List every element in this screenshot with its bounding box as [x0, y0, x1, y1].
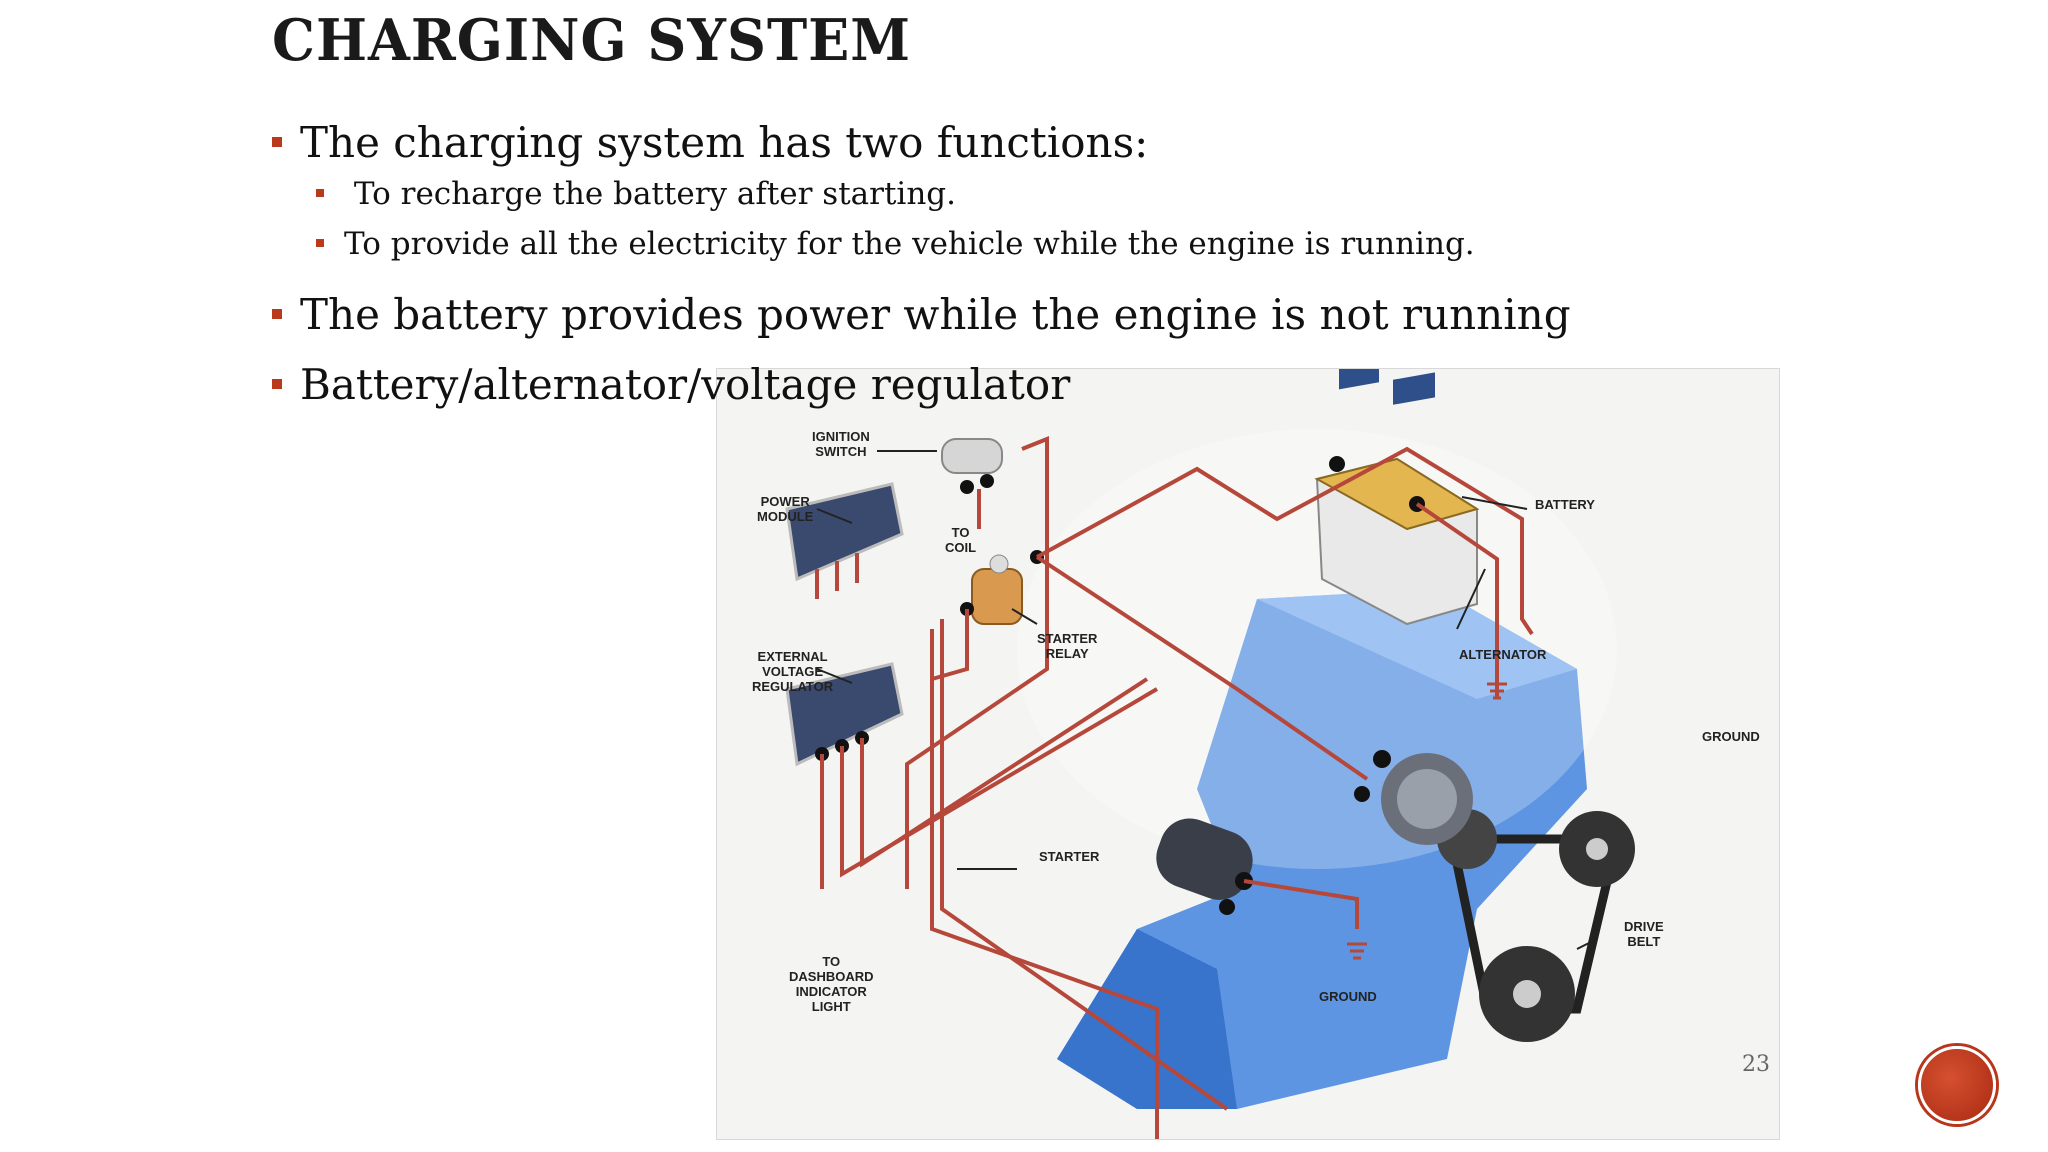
- label-starter-relay: STARTER RELAY: [1037, 631, 1098, 661]
- label-battery: BATTERY: [1535, 497, 1595, 512]
- label-starter: STARTER: [1039, 849, 1100, 864]
- charging-system-diagram: IGNITION SWITCH POWER MODULE TO COIL BAT…: [716, 368, 1780, 1140]
- bullet-marker-icon: [272, 137, 282, 147]
- voltage-regulator-icon: [785, 662, 904, 767]
- sub-bullet-item: To provide all the electricity for the v…: [316, 226, 1475, 262]
- label-power-module: POWER MODULE: [757, 494, 814, 524]
- label-ground-right: GROUND: [1702, 729, 1760, 744]
- bullet-text: The battery provides power while the eng…: [300, 290, 1571, 339]
- bullet-item: The charging system has two functions:: [272, 118, 1148, 167]
- label-ignition-switch: IGNITION SWITCH: [812, 429, 870, 459]
- diagram-drawing: [785, 369, 1635, 1139]
- bullet-text: To provide all the electricity for the v…: [344, 226, 1475, 262]
- page-number: 23: [1742, 1052, 1770, 1077]
- label-to-dashboard: TO DASHBOARD INDICATOR LIGHT: [789, 954, 874, 1014]
- wiring: [820, 436, 1534, 1139]
- bullet-text: The charging system has two functions:: [300, 118, 1149, 167]
- sub-bullet-item: To recharge the battery after starting.: [316, 176, 956, 212]
- bullet-item: The battery provides power while the eng…: [272, 290, 1571, 339]
- label-external-voltage-regulator: EXTERNAL VOLTAGE REGULATOR: [752, 649, 834, 694]
- bullet-marker-icon: [272, 309, 282, 319]
- drive-belt: [1437, 809, 1635, 1042]
- bullet-marker-icon: [316, 238, 324, 247]
- bullet-text: Battery/alternator/voltage regulator: [300, 360, 1071, 409]
- slide-title: CHARGING SYSTEM: [272, 6, 912, 74]
- bullet-text: To recharge the battery after starting.: [344, 176, 957, 212]
- slide-nav-button[interactable]: [1918, 1046, 1996, 1124]
- label-to-coil: TO COIL: [945, 525, 977, 555]
- label-alternator: ALTERNATOR: [1459, 647, 1547, 662]
- ground-icon: [1347, 682, 1507, 960]
- label-drive-belt: DRIVE BELT: [1624, 919, 1664, 949]
- bullet-marker-icon: [272, 379, 282, 389]
- bullet-marker-icon: [316, 188, 324, 197]
- power-module-icon: [785, 482, 904, 599]
- ignition-switch-icon: [941, 438, 1003, 494]
- alternator-icon: [1354, 750, 1473, 845]
- label-ground-bottom: GROUND: [1319, 989, 1377, 1004]
- battery-icon: [1314, 369, 1480, 626]
- bullet-item: Battery/alternator/voltage regulator: [272, 360, 1070, 409]
- label-leaders: [816, 450, 1598, 950]
